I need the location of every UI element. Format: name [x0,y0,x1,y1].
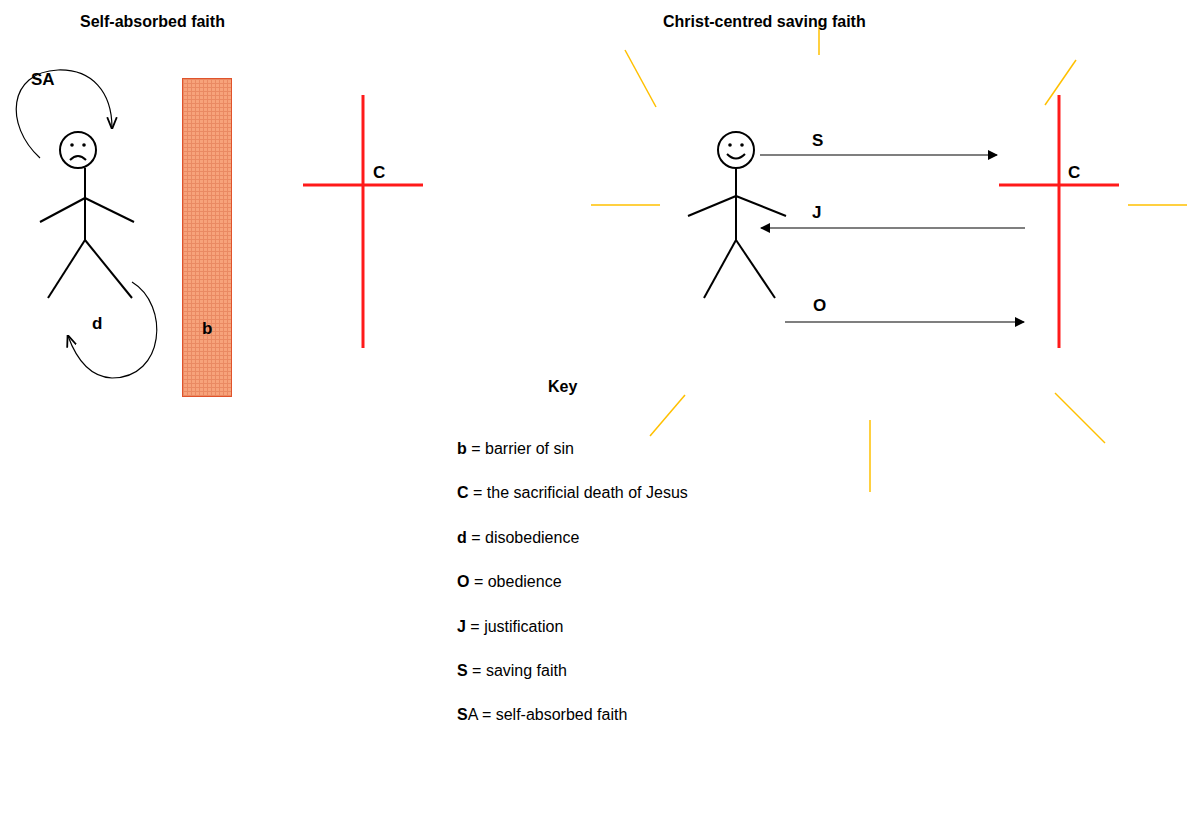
arm [40,198,85,222]
saving-faith-arrow [760,154,997,155]
legend-entry: J = justification [457,617,563,636]
cross-beam [303,184,423,187]
legend-entry: d = disobedience [457,528,579,547]
panel-heading: Self-absorbed faith [80,12,225,31]
arrow-letter: O [813,296,826,316]
eye [740,143,744,147]
node-letter: C [373,163,385,183]
head [60,132,96,168]
cross: C [303,95,423,348]
head [718,132,754,168]
ray [650,395,685,436]
arm [736,196,786,216]
cross-upright [362,95,365,348]
disobedience-loop-arrow [68,282,157,378]
panel-heading: Christ-centred saving faith [663,12,866,31]
light-rays [591,20,1187,492]
legend-entry: O = obedience [457,572,562,591]
obedience-arrow [785,321,1024,322]
cross: C [999,95,1119,348]
leg [85,240,132,298]
self-loop-arrow [16,70,112,158]
cross-beam [999,184,1119,187]
body [84,168,86,240]
eye [82,143,86,147]
legend-entry: SA = self-absorbed faith [457,705,627,724]
legend-entry: C = the sacrificial death of Jesus [457,483,688,502]
legend-entry: S = saving faith [457,661,567,680]
justification-arrow [761,227,1025,228]
eye [70,143,74,147]
ray [869,420,871,492]
node-letter: C [1068,163,1080,183]
cross-upright [1058,95,1061,348]
ray [591,204,660,206]
eye [728,143,732,147]
leg [704,240,736,298]
leg [48,240,85,298]
cross-shape [999,95,1119,348]
frown [70,156,86,160]
node-letter: b [202,319,212,339]
arrow-letter: d [92,314,102,334]
body [735,168,737,240]
arm [85,198,134,222]
key-heading: Key [548,377,577,396]
sad-figure [40,132,134,298]
arrow-letter: SA [31,70,55,90]
leg [736,240,775,298]
cross-shape [303,95,423,348]
smile [727,154,745,159]
happy-figure [688,132,786,298]
ray [625,50,656,107]
ray [1055,393,1105,443]
arm [688,196,736,216]
legend-entry: b = barrier of sin [457,439,574,458]
arrow-letter: S [812,131,823,151]
barrier-of-sin: b [182,78,232,397]
arrow-letter: J [812,203,821,223]
ray [1128,204,1187,206]
